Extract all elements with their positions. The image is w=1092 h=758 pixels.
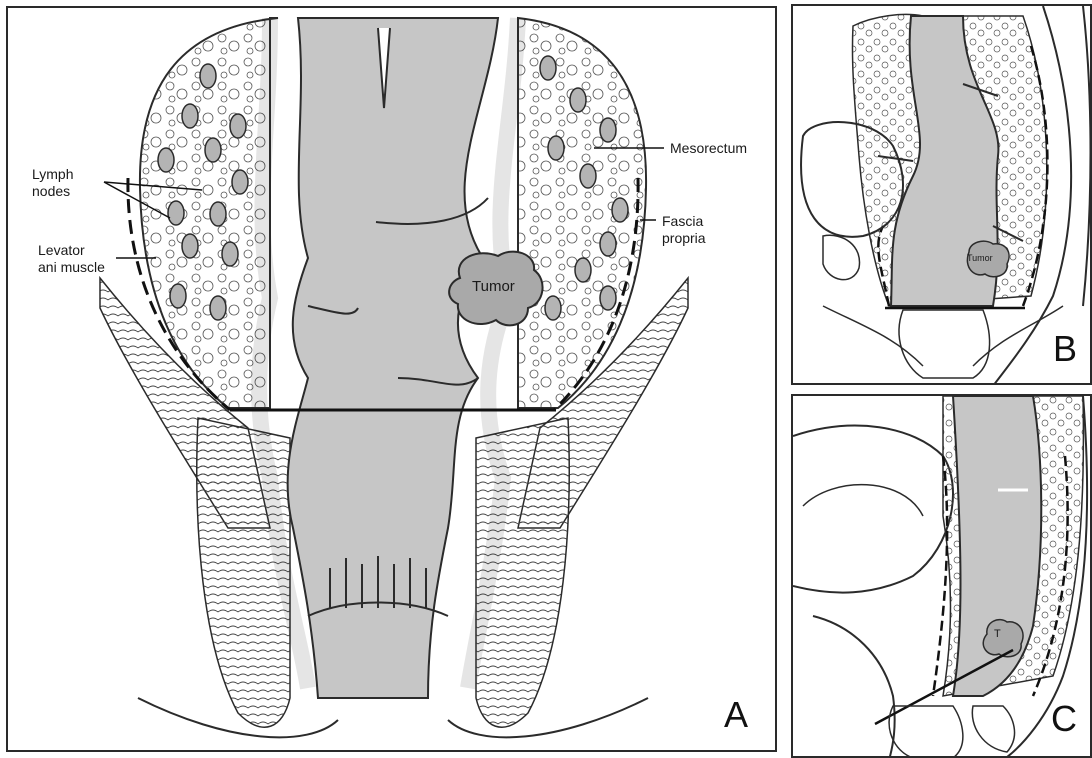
fascia-propria-c-front [933, 456, 947, 696]
label-lymph-nodes: Lymph nodes [32, 166, 74, 200]
label-tumor: Tumor [472, 278, 515, 295]
sphincter-c [889, 706, 963, 758]
sacrum-inner [1083, 6, 1091, 306]
panel-c: T C [791, 394, 1092, 758]
panel-a: Lymph nodes Mesorectum Fascia propria Le… [6, 6, 777, 752]
prostate [823, 235, 860, 279]
label-mesorectum: Mesorectum [670, 140, 747, 157]
rectal-lumen [288, 18, 498, 698]
rectum-sagittal-diagram-c [793, 396, 1092, 758]
uterus [793, 426, 953, 593]
label-fascia-propria: Fascia propria [662, 213, 706, 247]
rectum-sagittal-diagram-b [793, 6, 1092, 385]
label-tumor-c: T [994, 626, 1001, 643]
panel-letter-c: C [1051, 698, 1077, 740]
panel-b: Tumor B [791, 4, 1092, 385]
sphincter-b [899, 310, 989, 378]
vagina [813, 616, 895, 758]
panel-letter-b: B [1053, 328, 1077, 370]
uterus-inner [803, 485, 923, 516]
label-levator-ani: Levator ani muscle [38, 242, 105, 276]
label-tumor-b: Tumor [967, 250, 993, 267]
levator-b [823, 306, 1063, 366]
panel-letter-a: A [724, 694, 748, 736]
perineal-skin [138, 698, 648, 737]
tumor-mass-c [983, 620, 1023, 657]
sphincter-c-rear [972, 706, 1014, 752]
rectum-coronal-diagram [8, 8, 777, 752]
